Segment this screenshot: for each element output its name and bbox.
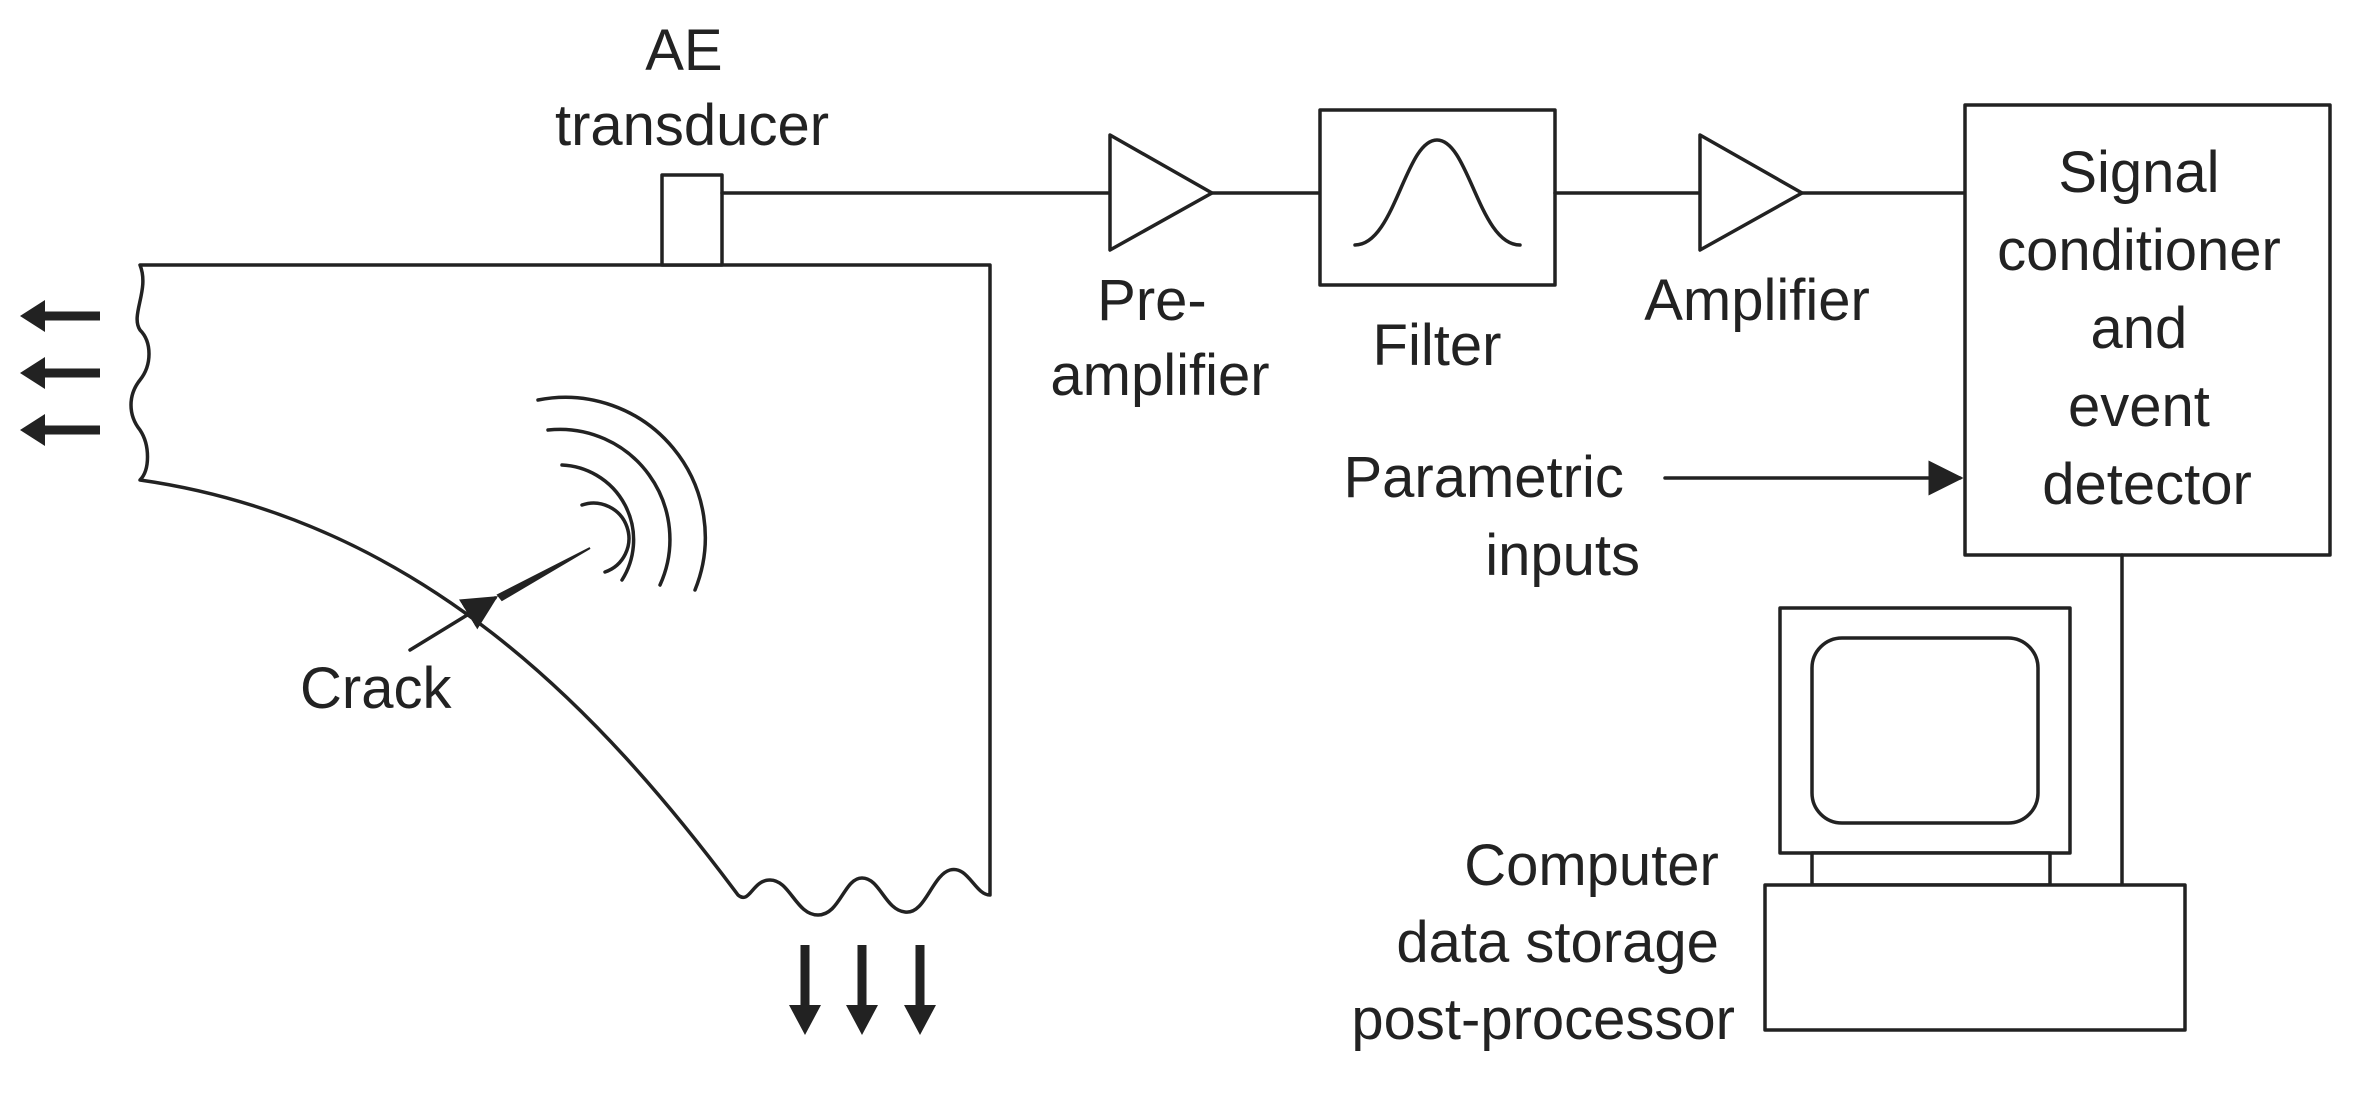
filter-label: Filter (1373, 313, 1502, 378)
signal-conditioner-box (1963, 103, 2332, 557)
parametric-inputs-label: Parametric inputs (1343, 445, 1640, 588)
monitor-stand (1810, 851, 2052, 887)
pre-amplifier-label: Pre- amplifier (1050, 268, 1269, 408)
specimen-outline (129, 263, 992, 917)
amplifier-label: Amplifier (1644, 268, 1870, 333)
signal-conditioner-label: Signal conditioner and event detector (1997, 140, 2297, 517)
load-arrows-left (20, 300, 100, 446)
computer-label: Computer data storage post-processor (1351, 833, 1735, 1052)
arrow-left-icon (20, 414, 100, 446)
crack-pointer-arrow (408, 596, 498, 652)
crack-label: Crack (300, 656, 452, 721)
arrow-down-icon (904, 945, 936, 1035)
arrow-down-icon (846, 945, 878, 1035)
computer-base (1763, 883, 2187, 1032)
bandpass-curve-icon (1353, 138, 1522, 247)
crack-mark (496, 547, 591, 602)
amplifier-symbol (1698, 133, 1804, 252)
pre-amplifier-symbol (1108, 133, 1214, 252)
acoustic-wave-icon (536, 395, 707, 592)
load-arrows-down (789, 945, 936, 1035)
filter-box (1318, 108, 1557, 287)
arrow-left-icon (20, 300, 100, 332)
computer-icon (1763, 606, 2187, 1032)
monitor-screen (1810, 636, 2040, 825)
ae-transducer-label: AE transducer (555, 18, 829, 158)
ae-transducer (660, 173, 724, 267)
specimen: Crack (129, 263, 992, 917)
arrow-left-icon (20, 357, 100, 389)
arrow-down-icon (789, 945, 821, 1035)
